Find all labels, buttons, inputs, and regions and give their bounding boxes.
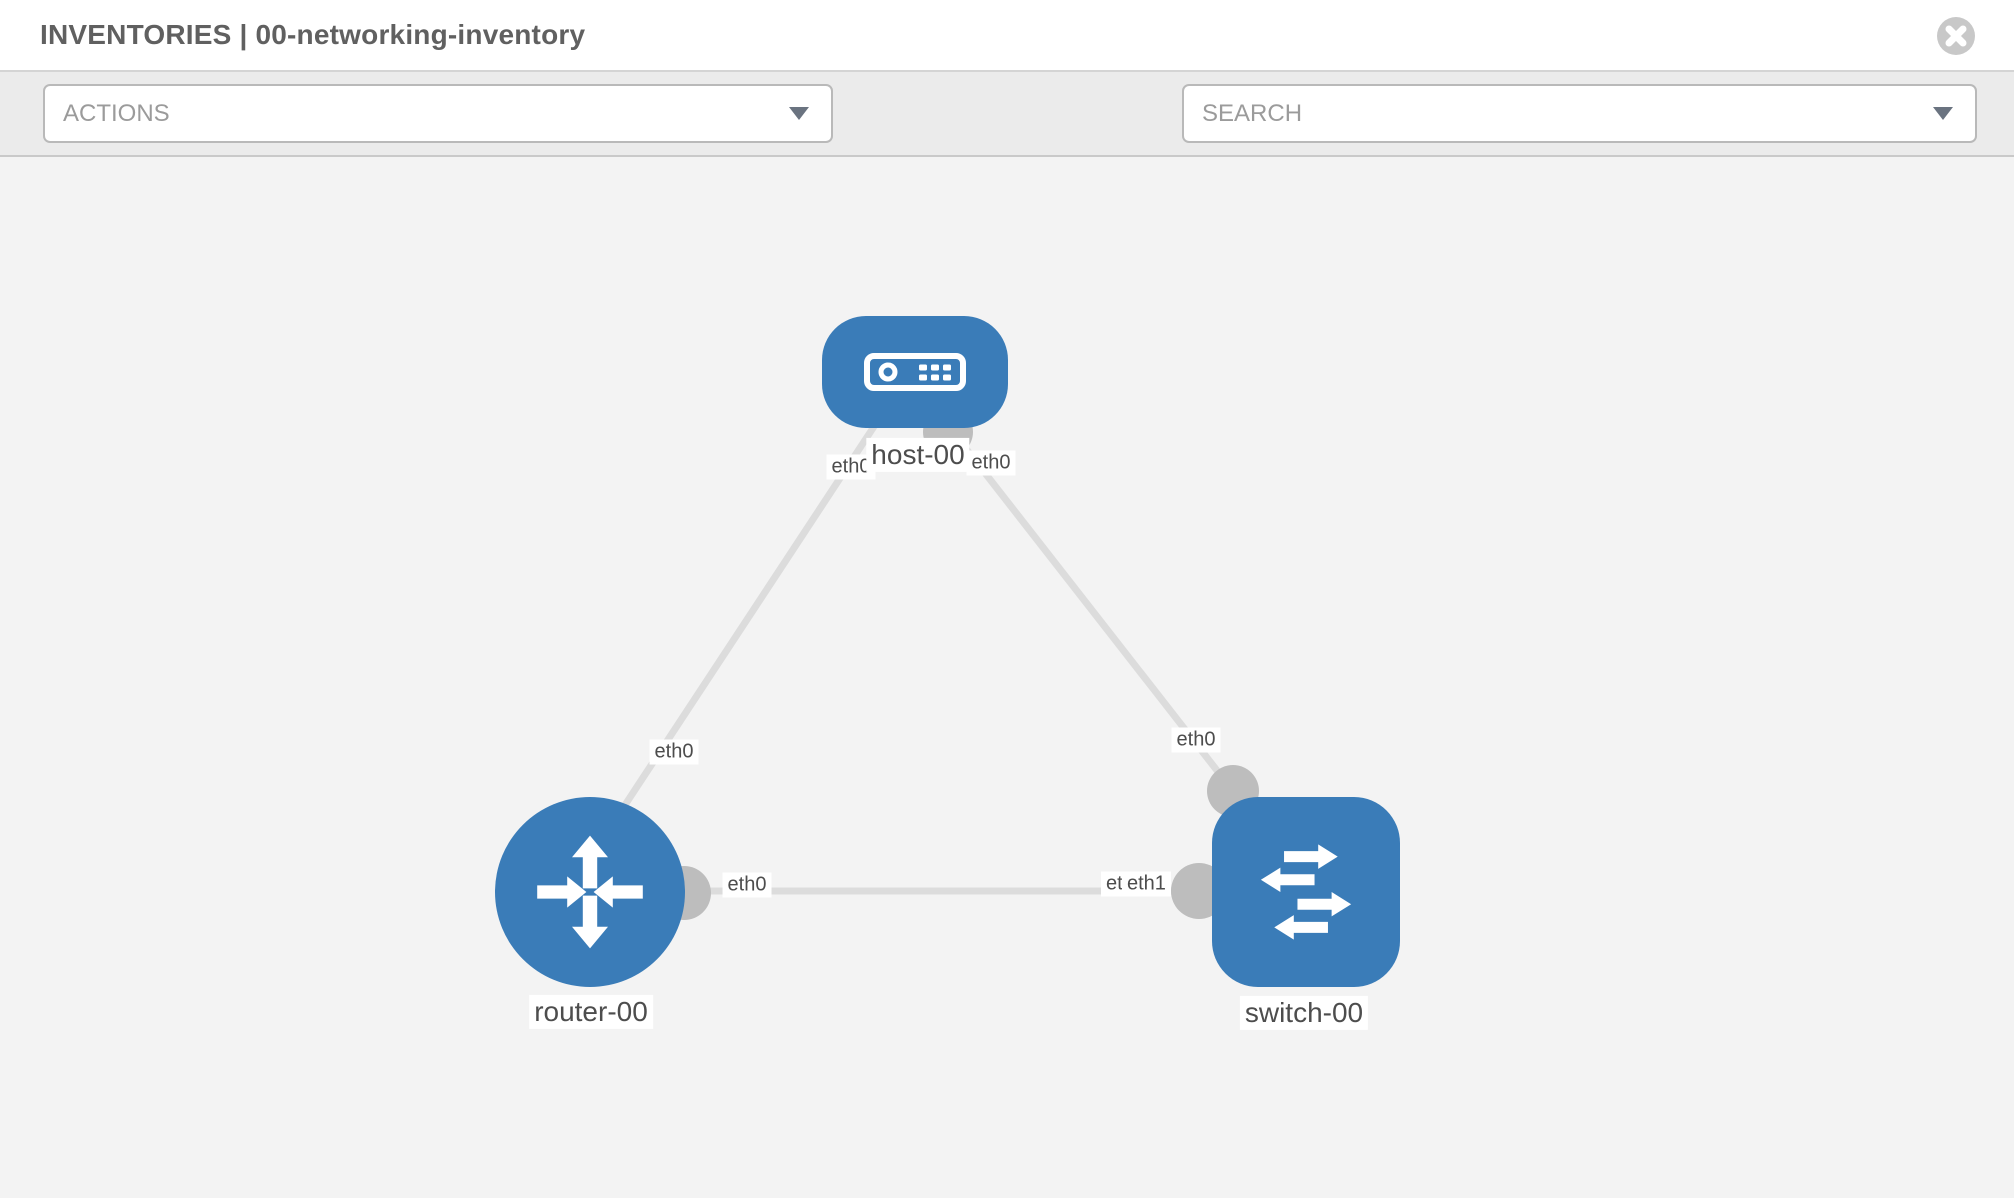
chevron-down-icon xyxy=(1933,107,1953,120)
topology-links-layer xyxy=(600,407,1259,920)
switch-icon xyxy=(1260,844,1352,940)
interface-label-eth0: eth0 xyxy=(966,450,1016,476)
search-dropdown-label: SEARCH xyxy=(1202,99,1303,127)
topology-canvas[interactable]: host-00 router-00 switch-00 eth0 eth0 et… xyxy=(0,157,2014,1198)
close-button[interactable] xyxy=(1936,16,1976,56)
actions-dropdown[interactable]: ACTIONS xyxy=(43,84,833,143)
search-dropdown[interactable]: SEARCH xyxy=(1182,84,1977,143)
toolbar: ACTIONS SEARCH xyxy=(0,72,2014,204)
host-icon xyxy=(864,353,966,391)
chevron-down-icon xyxy=(789,107,809,120)
node-router-00[interactable] xyxy=(495,797,685,987)
node-label-router: router-00 xyxy=(529,994,653,1030)
interface-label-eth1: eth1 xyxy=(1122,871,1171,897)
router-icon xyxy=(537,835,643,949)
node-host-00[interactable] xyxy=(822,316,1008,428)
actions-dropdown-label: ACTIONS xyxy=(63,99,170,127)
node-switch-00[interactable] xyxy=(1212,797,1400,987)
node-label-switch: switch-00 xyxy=(1239,995,1369,1031)
interface-label-eth0: eth0 xyxy=(649,739,699,765)
interface-label-eth0: eth0 xyxy=(722,872,772,898)
close-icon xyxy=(1937,17,1975,55)
page-title: INVENTORIES | 00-networking-inventory xyxy=(40,19,586,50)
node-label-host: host-00 xyxy=(866,437,970,473)
page-header: INVENTORIES | 00-networking-inventory xyxy=(0,0,2014,72)
interface-label-eth0: eth0 xyxy=(1171,727,1221,753)
